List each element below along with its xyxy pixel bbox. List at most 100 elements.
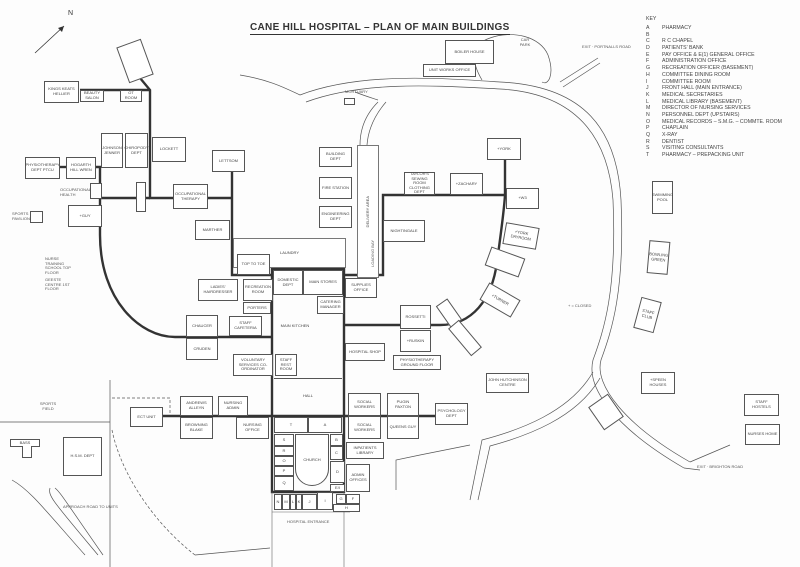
building-psychology: PSYCHOLOGY DEPT xyxy=(435,403,468,425)
room-j: J xyxy=(302,494,317,510)
north-label: N xyxy=(68,10,74,17)
building-speen-houses: +SPEEN HOUSES xyxy=(641,372,675,394)
building-rossetti: ROSSETTI xyxy=(400,305,431,329)
room-g: G xyxy=(336,494,346,504)
building-kings-keats-hellier: KINGS KEATS HELLIER xyxy=(44,81,79,103)
label-sports-pavilion: SPORTS PAVILION xyxy=(12,211,30,221)
building-ladies-hairdresser: LADIES' HAIRDRESSER xyxy=(198,279,238,301)
roads xyxy=(0,34,731,567)
building-guy: +GUY xyxy=(68,205,102,227)
building-staff-hostels: STAFF HOSTELS xyxy=(744,394,779,416)
building-hogarth: HOGARTH HILL WREN xyxy=(66,157,96,179)
building-browning-blake: BROWNING BLAKE xyxy=(180,417,213,439)
building-bass-stem xyxy=(22,446,32,458)
room-n: N xyxy=(274,494,282,510)
building-marther: MARTHER xyxy=(195,220,230,240)
building-swimming-pool: SWIMMING POOL xyxy=(652,181,673,214)
key-heading: KEY xyxy=(646,16,657,22)
key-item: B xyxy=(646,31,650,38)
building-beauty-salon: BEAUTY SALON xyxy=(80,90,104,102)
room-q: Q xyxy=(274,476,294,491)
building xyxy=(136,182,146,212)
label-occupational-health: OCCUPATIONAL HEALTH xyxy=(60,187,91,197)
label-car-park: CAR PARK xyxy=(519,37,531,47)
building-building-dept: BUILDING DEPT xyxy=(319,147,352,167)
building-voluntary-services: VOLUNTARY SERVICES CO-ORDINATOR xyxy=(233,354,273,376)
room-l: L xyxy=(290,494,296,510)
label-sports-field: SPORTS FIELD xyxy=(39,401,57,411)
label-mortuary: MORTUARY xyxy=(345,89,368,94)
building-porters: PORTERS xyxy=(243,302,271,314)
building-nurses-home: NURSES HOME xyxy=(745,424,780,445)
room-s: S xyxy=(274,434,294,446)
building-queens-guy: QUEENS GUY xyxy=(387,416,419,439)
label-approach-road: APPROACH ROAD TO UNITS xyxy=(63,504,118,509)
label-loading-bay: LOADING BAY xyxy=(370,240,375,267)
label-exit-brighton: EXIT · BRIGHTON ROAD xyxy=(697,464,744,469)
room-t: T xyxy=(274,417,308,433)
building-unit-works-office: UNIT WORKS OFFICE xyxy=(423,64,476,77)
building-johnson-jenner: JOHNSON JENNER xyxy=(101,133,123,168)
building-occupational-health xyxy=(90,183,102,199)
building-supplies: SUPPLIES OFFICE xyxy=(345,278,377,298)
building-boiler-house: BOILER HOUSE xyxy=(445,40,494,64)
building-bowling-green: BOWLING GREEN xyxy=(646,240,671,275)
building-sports-pavilion xyxy=(30,211,43,223)
building-ot-room: OT ROOM xyxy=(120,90,142,102)
label-geeste-centre: GEESTE CENTRE 1st FLOOR xyxy=(45,277,70,292)
mortuary-building xyxy=(344,98,355,105)
delivery-area: DELIVERY AREA xyxy=(357,145,379,278)
building-catering: CATERING MANAGER xyxy=(317,296,344,314)
room-k: K xyxy=(296,494,302,510)
room-d: D xyxy=(330,461,345,483)
building-top-to-toe: TOP TO TOE xyxy=(237,254,270,275)
building-chiropody: CHIROPODY DEPT xyxy=(124,133,149,168)
building-recreation-room: RECREATION ROOM xyxy=(243,279,273,301)
label-exit-portnalls: EXIT · PORTNALLS ROAD xyxy=(582,44,631,49)
building-w3: +W3 xyxy=(506,188,539,209)
building-main-kitchen: MAIN KITCHEN xyxy=(280,322,310,328)
room-a: A xyxy=(308,417,342,433)
building-occupational-therapy: OCCUPATIONAL THERAPY xyxy=(173,184,208,209)
building-hall: HALL xyxy=(274,378,342,414)
building-church: CHURCH xyxy=(295,434,329,486)
room-r: R xyxy=(274,446,294,456)
building-zachary: +ZACHARY xyxy=(450,173,483,195)
room-i: I xyxy=(317,492,333,510)
room-p: P xyxy=(274,466,294,476)
map-title: CANE HILL HOSPITAL – PLAN OF MAIN BUILDI… xyxy=(250,22,510,35)
building-taylors: TAYLOR'S SEWING ROOM CLOTHING DEPT xyxy=(404,171,435,195)
room-m: M xyxy=(282,494,290,510)
building-chaucer: CHAUCER xyxy=(186,315,218,337)
north-arrow-head xyxy=(58,26,64,32)
room-b: B xyxy=(330,434,343,446)
north-arrow xyxy=(34,25,65,54)
building-pugin-paxton: PUGIN PAXTON xyxy=(387,393,419,416)
room-h: H xyxy=(333,504,360,512)
building-main-stores: MAIN STORES xyxy=(303,270,343,295)
building-john-hutchinson: JOHN HUTCHINSON CENTRE xyxy=(486,373,529,393)
building-nursing-office: NURSING OFFICE xyxy=(236,417,269,439)
building-social-workers: SOCIAL WORKERS xyxy=(348,416,381,439)
room-c: C xyxy=(330,446,343,460)
building-inpatients-library: INPATIENTS LIBRARY xyxy=(346,442,384,459)
building-fire-station: FIRE STATION xyxy=(319,177,352,199)
